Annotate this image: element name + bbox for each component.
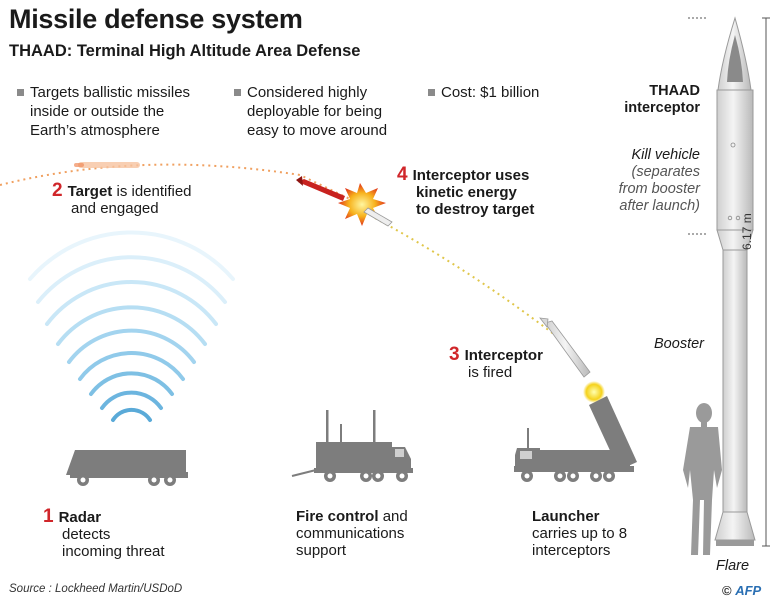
step-keyword: Target [67, 183, 113, 200]
panel-title-line: THAAD [649, 83, 700, 99]
kill-vehicle-heading: Kill vehicle [631, 147, 701, 163]
bullet-text: Cost: $1 billion [441, 84, 540, 101]
bullet-item: Considered highly deployable for being e… [234, 83, 402, 140]
afp-logo: AFP [735, 583, 762, 598]
step-text: carries up to 8 interceptors [532, 525, 628, 559]
thaad-interceptor-title: THAAD interceptor [596, 83, 700, 117]
kill-vehicle-note: (separates [631, 164, 700, 180]
height-dimension [688, 17, 770, 547]
source-note: Source : Lockheed Martin/USDoD [9, 583, 183, 595]
step-text: is identified [116, 183, 192, 200]
radar-waves [28, 230, 235, 422]
fire-control-label: Fire control and communications support [296, 508, 431, 559]
bullet-text: Considered highly deployable for being e… [247, 84, 388, 139]
step-keyword: Fire control [296, 508, 379, 525]
panel-title-line: interceptor [624, 100, 700, 116]
step-keyword: Radar [58, 509, 102, 526]
bullet-square-icon [428, 89, 435, 96]
step-text: to destroy target [416, 201, 535, 218]
human-silhouette [683, 403, 722, 555]
launch-flash [583, 381, 605, 403]
fire-control-vehicle [291, 410, 413, 482]
copyright-symbol: © [722, 583, 732, 598]
step-text: kinetic energy [416, 184, 517, 201]
target-missile [296, 176, 345, 201]
step-text: detects incoming threat [62, 526, 165, 560]
target-streak [74, 162, 140, 168]
step-number: 4 [397, 164, 408, 185]
booster-label: Booster [654, 336, 704, 352]
step-number: 1 [43, 506, 54, 527]
step-text: and [382, 508, 408, 525]
step-text: Interceptor uses [412, 167, 530, 184]
kill-vehicle-label: Kill vehicle (separates from booster aft… [590, 147, 700, 215]
step-text: is fired [468, 364, 513, 381]
page-title: Missile defense system [9, 4, 303, 34]
step-text: communications support [296, 525, 405, 559]
launcher-vehicle [514, 396, 637, 482]
launcher-label: Launcher carries up to 8 interceptors [532, 508, 652, 559]
bullet-square-icon [234, 89, 241, 96]
page-subtitle: THAAD: Terminal High Altitude Area Defen… [9, 42, 361, 60]
bullet-item: Targets ballistic missiles inside or out… [17, 83, 210, 140]
afp-credit: © AFP [722, 583, 761, 598]
bullet-text: Targets ballistic missiles inside or out… [30, 84, 191, 139]
interceptor-trajectory [374, 217, 556, 336]
flare-label: Flare [716, 558, 750, 574]
step-keyword: Interceptor [464, 347, 543, 364]
bullet-square-icon [17, 89, 24, 96]
kill-vehicle-at-impact [363, 207, 393, 227]
interceptor-in-flight [539, 317, 591, 378]
step-keyword: Launcher [532, 508, 600, 525]
step-number: 3 [449, 344, 460, 365]
thaad-interceptor-missile [714, 16, 756, 546]
kill-vehicle-note: from booster [618, 181, 700, 197]
kill-vehicle-note: after launch) [619, 198, 700, 214]
height-label: 6.17 m [740, 213, 754, 250]
step-number: 2 [52, 180, 63, 201]
bullet-item: Cost: $1 billion [428, 83, 581, 102]
radar-vehicle [66, 450, 188, 486]
step-text: and engaged [71, 200, 159, 217]
